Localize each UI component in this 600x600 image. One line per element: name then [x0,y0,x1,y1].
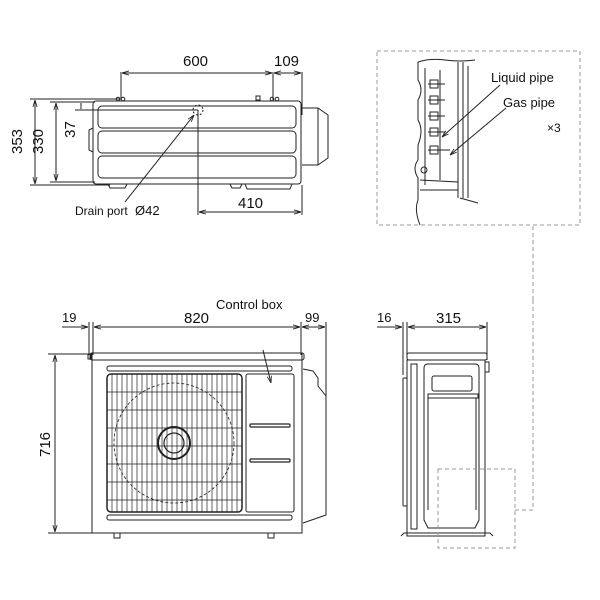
gas-pipe-label: Gas pipe [503,95,556,110]
multiplier-label: ×3 [547,121,561,135]
dim-right-overhang: 109 [274,53,300,70]
pipe-detail-view [376,50,581,300]
dim-left-offset: 19 [62,310,77,325]
drain-port-label: Drain port [75,204,128,218]
drain-diameter-label: Ø42 [135,203,160,218]
dim-bolt-spacing: 600 [183,53,209,70]
front-view [48,322,327,539]
dim-height: 716 [37,431,55,458]
dim-overall-depth: 353 [9,128,27,155]
liquid-pipe-label: Liquid pipe [491,70,554,85]
dim-width: 820 [184,310,210,327]
dim-right-protrusion: 99 [305,310,320,325]
control-box-label: Control box [216,297,283,312]
dim-drain-offset: 37 [61,121,79,138]
dim-drain-to-right: 410 [238,195,264,212]
top-view [30,72,329,215]
dim-side-left-offset: 16 [377,310,392,325]
dim-body-depth: 330 [30,128,48,155]
dim-side-depth: 315 [436,310,462,327]
side-view [377,300,534,549]
